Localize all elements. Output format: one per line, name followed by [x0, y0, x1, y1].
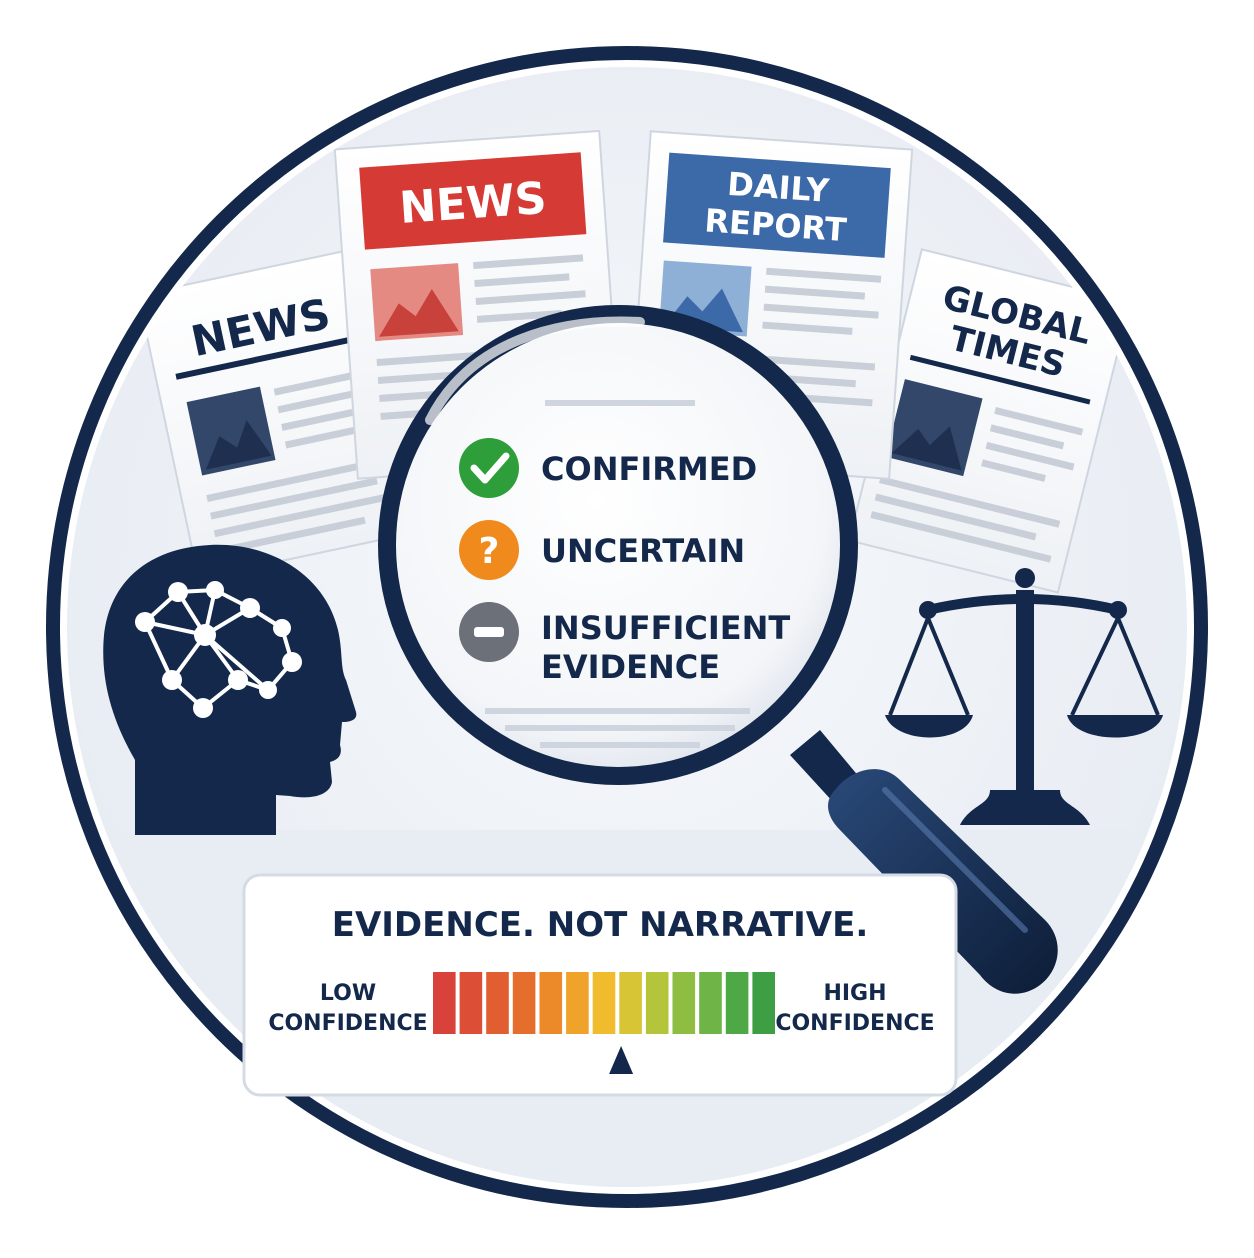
status-uncertain-label: UNCERTAIN	[541, 532, 745, 570]
confidence-banner: EVIDENCE. NOT NARRATIVE. LOW CONFIDENCE …	[242, 873, 958, 1097]
newspaper-center-left-masthead: NEWS	[398, 173, 548, 234]
meter-segment	[645, 972, 669, 1034]
status-confirmed: CONFIRMED	[459, 438, 757, 498]
newspaper-center-right-masthead-line1: DAILY	[726, 165, 831, 210]
question-icon	[459, 520, 519, 580]
banner-title: EVIDENCE. NOT NARRATIVE.	[332, 905, 869, 945]
confidence-meter	[433, 972, 775, 1034]
status-insufficient-evidence: INSUFFICIENT EVIDENCE	[459, 602, 790, 686]
newspaper-center-left-banner	[359, 152, 587, 250]
meter-segment	[566, 972, 589, 1034]
brain-head-icon	[103, 544, 357, 835]
newspaper-right: GLOBAL TIMES	[848, 248, 1132, 594]
newspaper-center-right-banner	[663, 152, 891, 258]
status-insufficient-label-line1: INSUFFICIENT	[541, 609, 790, 647]
meter-segment	[592, 972, 616, 1034]
low-confidence-line2: CONFIDENCE	[268, 1011, 427, 1036]
magnifier-lens: CONFIRMED ? UNCERTAIN INSUFFICIENT EVIDE…	[378, 305, 858, 785]
svg-text:?: ?	[479, 531, 500, 572]
meter-segment	[699, 972, 722, 1034]
meter-segment	[725, 972, 749, 1034]
meter-segment	[752, 972, 775, 1034]
status-uncertain: ? UNCERTAIN	[459, 520, 745, 580]
meter-segment	[539, 972, 563, 1034]
confidence-marker	[609, 1046, 634, 1074]
status-confirmed-label: CONFIRMED	[541, 450, 757, 488]
meter-segment	[486, 972, 509, 1034]
meter-segment	[672, 972, 696, 1034]
high-confidence-line2: CONFIDENCE	[775, 1011, 934, 1036]
low-confidence-line1: LOW	[320, 981, 376, 1006]
meter-segment	[512, 972, 536, 1034]
meter-segment	[433, 972, 456, 1034]
status-insufficient-label-line2: EVIDENCE	[541, 648, 720, 686]
check-icon	[459, 438, 519, 498]
scales-of-justice-icon	[885, 568, 1163, 825]
meter-segment	[619, 972, 642, 1034]
meter-segment	[459, 972, 483, 1034]
high-confidence-line1: HIGH	[823, 981, 886, 1006]
